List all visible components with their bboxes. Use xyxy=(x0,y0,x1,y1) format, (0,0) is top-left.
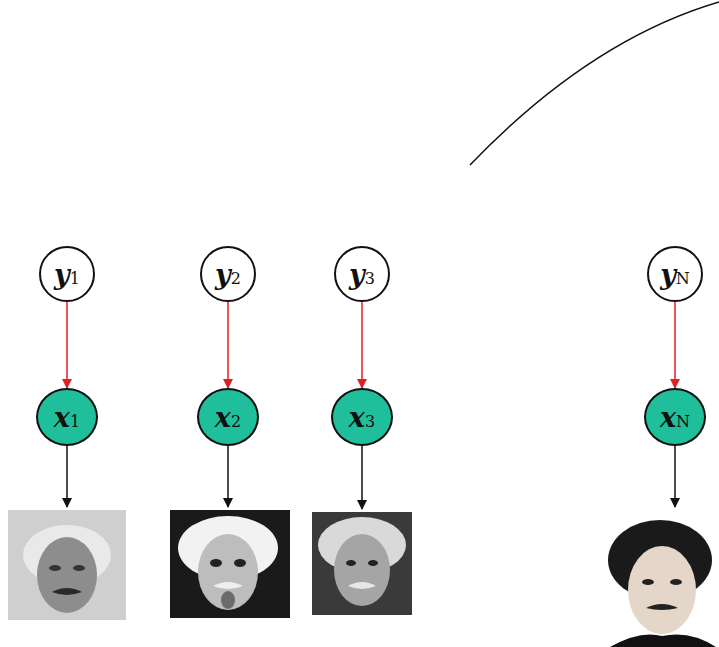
latent-variable-circle: y2 xyxy=(200,246,256,302)
variable-label: y3 xyxy=(349,261,375,288)
dependency-arrow xyxy=(227,302,229,388)
latent-variable-circle: y3 xyxy=(334,246,390,302)
dependency-arrow xyxy=(66,302,68,388)
observed-variable-circle: x1 xyxy=(36,388,98,446)
variable-label: yN xyxy=(660,261,690,288)
variable-label: y2 xyxy=(215,261,241,288)
portrait-photo xyxy=(8,510,126,620)
observed-variable-circle: x3 xyxy=(331,388,393,446)
portrait-photo xyxy=(170,510,290,618)
dependency-arrow xyxy=(674,302,676,388)
dependency-arrow xyxy=(361,302,363,388)
variable-label: x3 xyxy=(349,404,375,431)
portrait-photo xyxy=(312,512,412,615)
observed-variable-circle: xN xyxy=(644,388,706,446)
variable-label: x2 xyxy=(215,404,241,431)
variable-label: y1 xyxy=(54,261,80,288)
observed-variable-circle: x2 xyxy=(197,388,259,446)
variable-label: xN xyxy=(660,404,690,431)
image-arrow xyxy=(361,446,363,509)
image-arrow xyxy=(66,446,68,507)
variable-label: x1 xyxy=(54,404,80,431)
portrait-photo xyxy=(608,520,716,647)
latent-variable-circle: y1 xyxy=(39,246,95,302)
image-arrow xyxy=(227,446,229,507)
curve-line xyxy=(470,2,719,165)
latent-variable-circle: yN xyxy=(647,246,703,302)
image-arrows xyxy=(67,446,675,509)
image-arrow xyxy=(674,446,676,507)
